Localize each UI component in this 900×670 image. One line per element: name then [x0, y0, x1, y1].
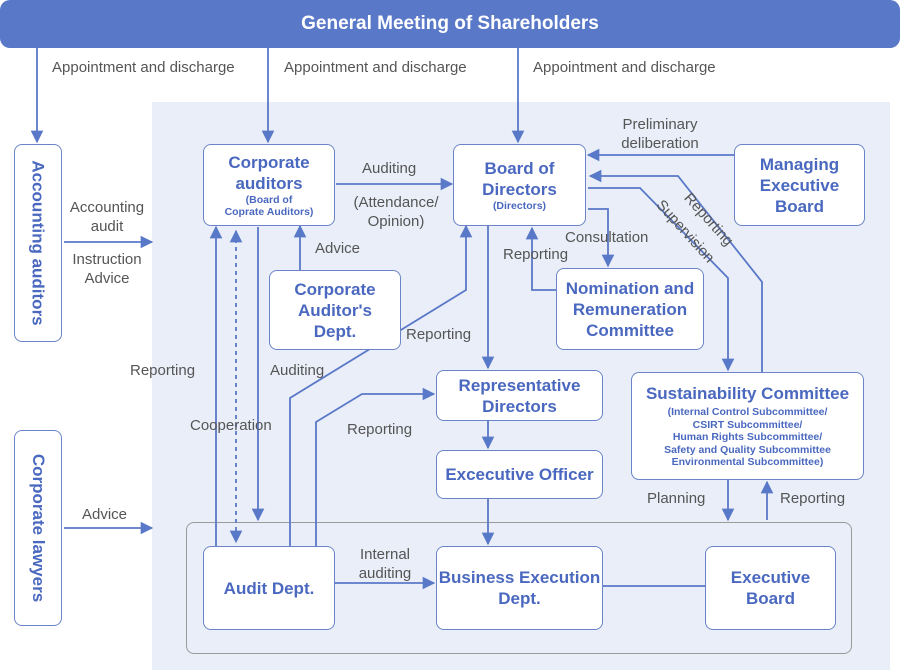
auditing-top-label: Auditing — [362, 160, 417, 177]
corporate-lawyers-label: Corporate lawyers — [29, 453, 48, 603]
managing-board-line-1: Managing — [759, 154, 840, 174]
audit-dept-label: Audit Dept. — [223, 578, 315, 598]
nomination-committee-box: Nomination and Remuneration Committee — [556, 268, 704, 350]
representative-line-1: Representative — [458, 375, 581, 395]
preliminary-deliberation-label: Preliminary deliberation — [612, 115, 708, 153]
corporate-auditors-title-2: auditors — [235, 173, 303, 193]
board-sub: (Directors) — [492, 199, 547, 212]
advice-lawyers-label: Advice — [82, 506, 128, 523]
representative-directors-box: Representative Directors — [436, 370, 603, 421]
auditing-mid-label: Auditing — [270, 362, 325, 379]
internal-auditing-label: Internal auditing — [340, 545, 430, 583]
accounting-audit-line-1: Accounting — [69, 199, 145, 216]
internal-auditing-line-1: Internal — [359, 546, 411, 563]
reporting-representative-label: Reporting — [347, 421, 413, 438]
reporting-planning-label: Reporting — [780, 490, 846, 507]
executive-officer-box: Excecutive Officer — [436, 450, 603, 499]
sustainability-sub-2: CSIRT Subcommittee/ — [692, 418, 803, 431]
accounting-audit-line-2: audit — [90, 218, 124, 235]
auditors-dept-line-3: Dept. — [313, 321, 357, 341]
internal-auditing-line-2: auditing — [358, 565, 412, 582]
auditors-dept-line-1: Corporate — [294, 279, 376, 299]
board-title-1: Board of — [484, 158, 555, 178]
executive-board-line-1: Executive — [730, 568, 811, 587]
nomination-line-3: Committee — [586, 320, 674, 340]
sustainability-sub-1: (Internal Control Subcommittee/ — [667, 406, 828, 419]
instruction-line-1: Instruction — [72, 251, 142, 268]
shareholders-meeting-header: General Meeting of Shareholders — [0, 0, 900, 48]
executive-officer-label: Excecutive Officer — [445, 465, 594, 484]
advice-auditor-label: Advice — [315, 240, 361, 257]
accounting-auditors-label: Accounting auditors — [29, 160, 48, 326]
business-execution-line-1: Business Execution — [438, 568, 601, 587]
audit-dept-box: Audit Dept. — [203, 546, 335, 630]
appointment-label-1: Appointment and discharge — [52, 59, 235, 76]
reporting-nomination-label: Reporting — [503, 246, 569, 263]
managing-board-line-2: Executive Board — [759, 175, 840, 216]
nomination-line-1: Nomination and — [565, 278, 695, 298]
corporate-auditors-dept-box: Corporate Auditor's Dept. — [269, 270, 401, 350]
appointment-label-3: Appointment and discharge — [533, 59, 716, 76]
executive-board-line-2: Board — [745, 589, 796, 608]
planning-label: Planning — [647, 490, 706, 507]
sustainability-title: Sustainability Committee — [645, 384, 850, 404]
corporate-auditors-sub-2: Coprate Auditors) — [224, 206, 314, 218]
instruction-advice-label: Instruction Advice — [62, 250, 152, 288]
cooperation-label: Cooperation — [190, 417, 272, 434]
auditors-dept-line-2: Auditor's — [298, 300, 372, 320]
sustainability-sub-3: Human Rights Subcommittee/ — [672, 431, 823, 444]
corporate-auditors-sub-1: (Board of — [245, 193, 293, 206]
consultation-label: Consultation — [565, 229, 649, 246]
business-execution-dept-box: Business Execution Dept. — [436, 546, 603, 630]
representative-line-2: Directors — [482, 396, 557, 416]
attendance-opinion-label: (Attendance/ Opinion) — [340, 193, 452, 231]
board-title-2: Directors — [482, 179, 557, 199]
reporting-left-label: Reporting — [130, 362, 196, 379]
managing-executive-board-box: Managing Executive Board — [734, 144, 865, 226]
sustainability-sub-5: Environmental Subcommittee) — [671, 456, 824, 469]
sustainability-sub-4: Safety and Quality Subcommittee — [664, 443, 831, 456]
business-execution-line-2: Dept. — [498, 589, 541, 608]
instruction-line-2: Advice — [84, 270, 130, 287]
nomination-line-2: Remuneration — [572, 299, 688, 319]
accounting-audit-label: Accounting audit — [62, 198, 152, 236]
attendance-line-2: Opinion) — [367, 213, 425, 230]
corporate-auditors-box: Corporate auditors (Board of Coprate Aud… — [203, 144, 335, 226]
accounting-auditors-box: Accounting auditors — [14, 144, 62, 342]
corporate-auditors-title-1: Corporate — [228, 152, 310, 172]
appointment-label-2: Appointment and discharge — [284, 59, 467, 76]
board-of-directors-box: Board of Directors (Directors) — [453, 144, 586, 226]
execution-group-frame — [186, 522, 852, 654]
reporting-audit-to-board-label: Reporting — [406, 326, 472, 343]
preliminary-line-2: deliberation — [621, 135, 699, 152]
sustainability-committee-box: Sustainability Committee (Internal Contr… — [631, 372, 864, 480]
corporate-lawyers-box: Corporate lawyers — [14, 430, 62, 626]
preliminary-line-1: Preliminary — [622, 116, 698, 133]
attendance-line-1: (Attendance/ — [353, 194, 439, 211]
executive-board-box: Executive Board — [705, 546, 836, 630]
